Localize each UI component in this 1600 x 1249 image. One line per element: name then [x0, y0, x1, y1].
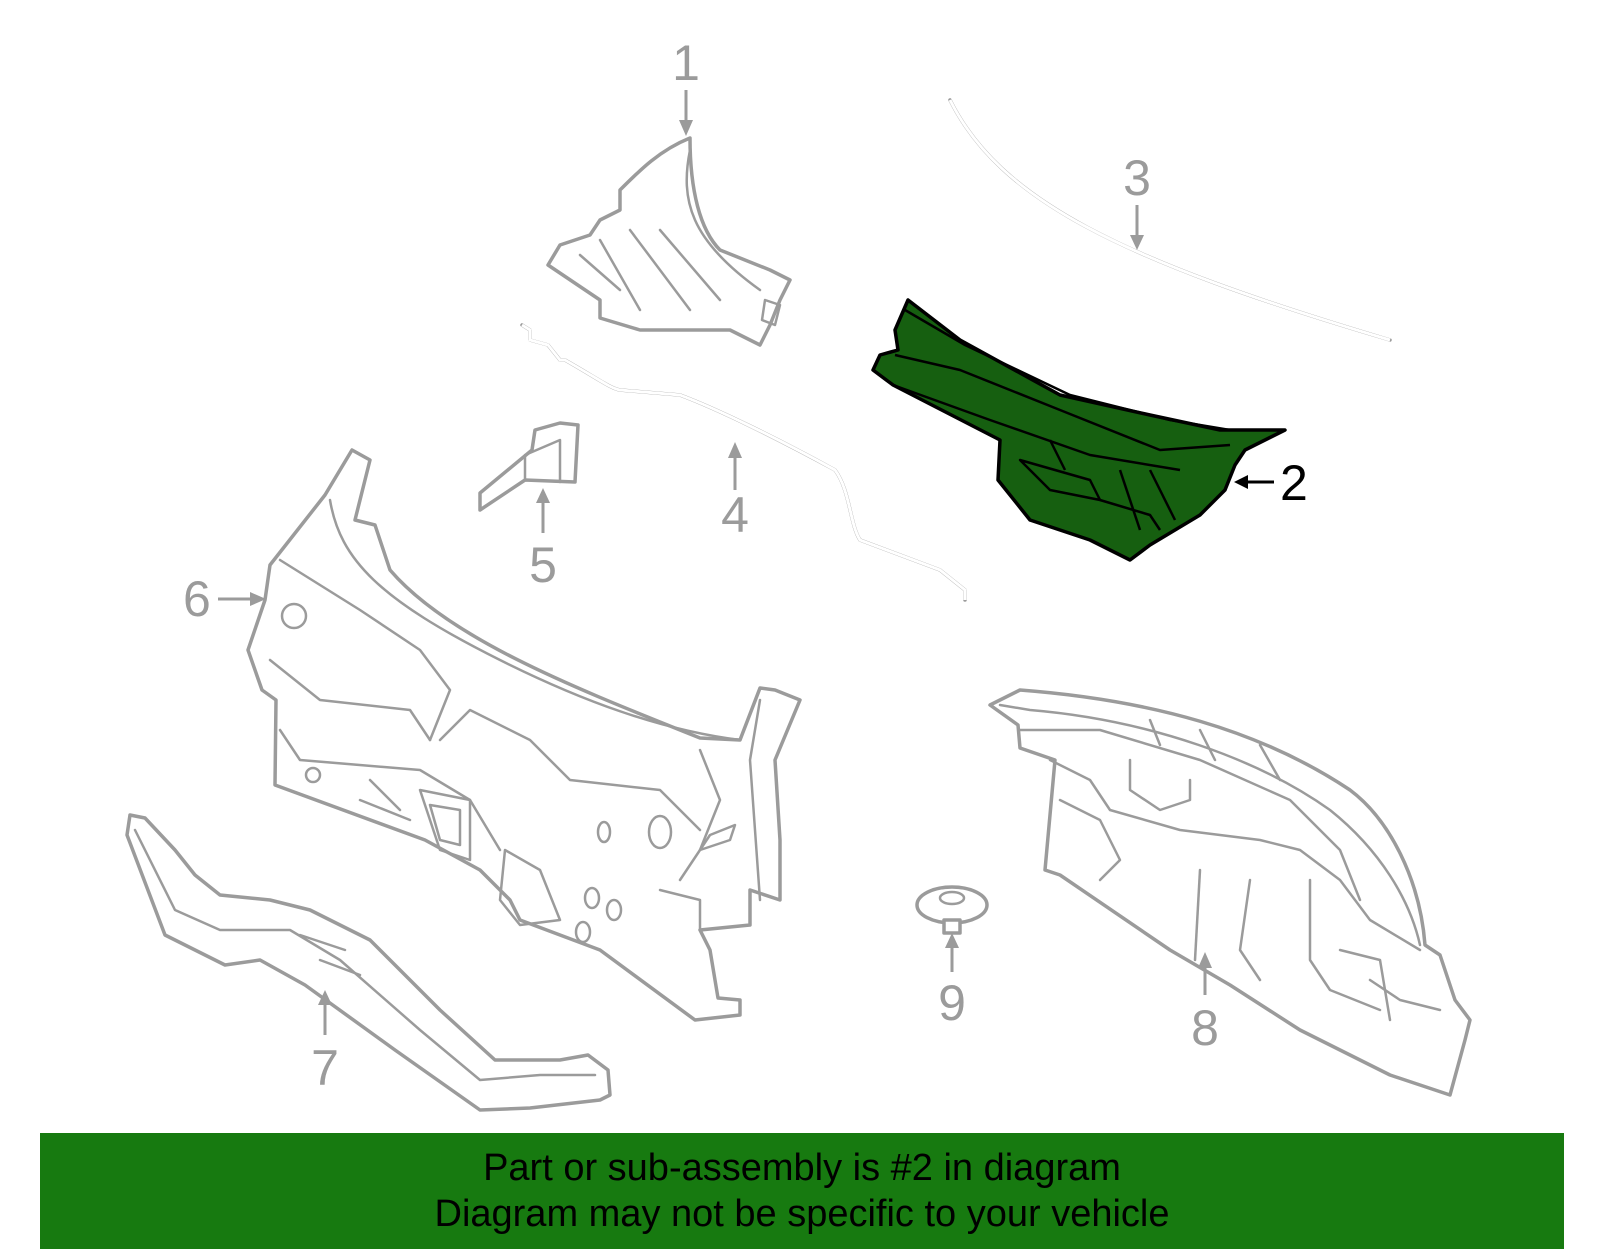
callout-label-9: 9 [938, 975, 966, 1031]
callout-label-4: 4 [721, 487, 749, 543]
callout-1: 1 [672, 35, 700, 136]
callout-label-2: 2 [1280, 455, 1308, 511]
part-5-bracket[interactable] [478, 421, 580, 512]
banner-line-part-number: Part or sub-assembly is #2 in diagram [483, 1147, 1121, 1189]
disclaimer-banner: Part or sub-assembly is #2 in diagram Di… [40, 1133, 1564, 1249]
callout-3: 3 [1123, 150, 1151, 250]
part-9-push-clip[interactable] [915, 885, 989, 935]
part-2-cowl-panel[interactable] [871, 298, 1287, 562]
callout-label-6: 6 [183, 571, 211, 627]
part-8-insulator-panel[interactable] [988, 688, 1472, 1097]
part-3-weatherstrip[interactable] [948, 98, 1392, 342]
callout-9: 9 [938, 933, 966, 1031]
callout-label-3: 3 [1123, 150, 1151, 206]
callout-5: 5 [529, 488, 557, 593]
part-7-reinforcement[interactable] [125, 813, 612, 1112]
callout-label-7: 7 [311, 1040, 339, 1096]
callout-2: 2 [1234, 455, 1308, 511]
banner-line-vehicle-disclaimer: Diagram may not be specific to your vehi… [434, 1193, 1170, 1235]
callout-label-8: 8 [1191, 1000, 1219, 1056]
callout-6: 6 [183, 571, 266, 627]
callout-label-1: 1 [672, 35, 700, 91]
callout-8: 8 [1191, 952, 1219, 1056]
part-6-dash-panel[interactable] [246, 448, 802, 1022]
callout-label-5: 5 [529, 537, 557, 593]
part-4-seal-rod[interactable] [520, 323, 967, 602]
part-1-cowl-side-bracket[interactable] [546, 136, 792, 347]
callout-7: 7 [311, 990, 339, 1096]
callout-4: 4 [721, 442, 749, 543]
